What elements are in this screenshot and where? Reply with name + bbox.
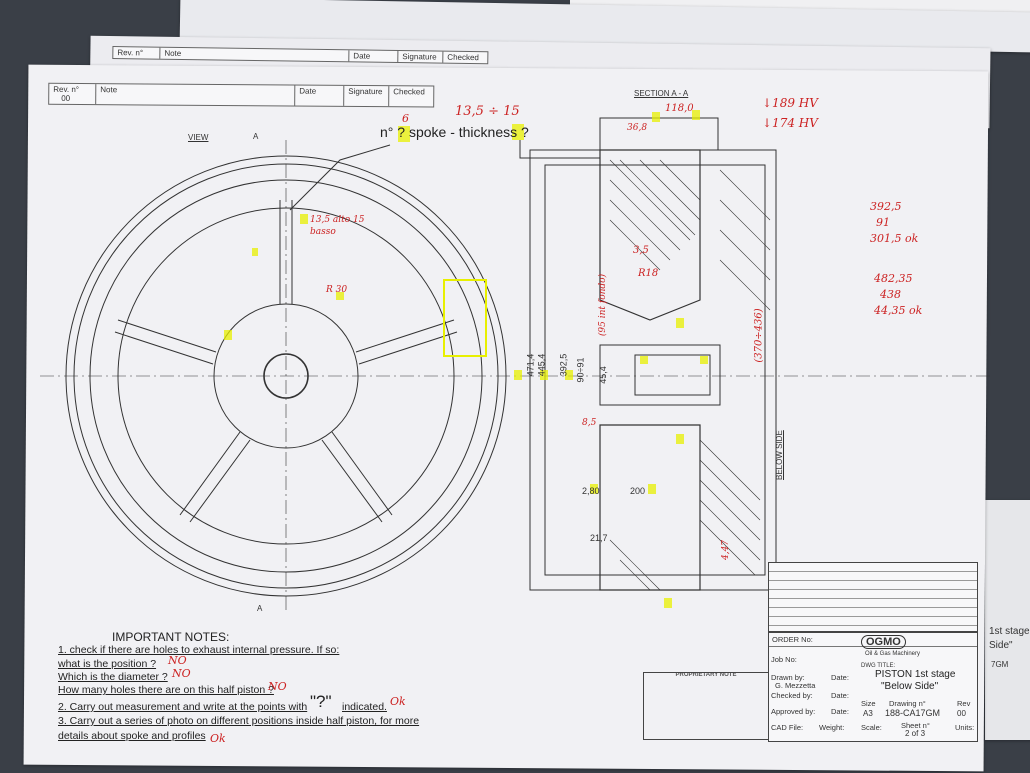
company-logo: OGMO [861, 635, 906, 649]
view-label: VIEW [188, 133, 209, 142]
cad-file-label: CAD File: [771, 723, 804, 732]
calc-1b: 91 [876, 216, 890, 229]
note-question-mark: "?" [310, 692, 332, 711]
dim-3-5: 3,5 [633, 245, 649, 256]
date-label: Date [295, 85, 345, 106]
rev-value-title: 00 [957, 709, 966, 718]
date-label-3: Date: [831, 707, 849, 716]
back-revision-table: Rev. n° Note Date Signature Checked [112, 46, 489, 65]
calc-1c: 301,5 ok [870, 232, 919, 245]
dim-392: 392,5 [558, 353, 569, 377]
job-label: Job No: [771, 655, 797, 664]
sheet-value: 2 of 3 [905, 729, 926, 738]
date-label-1: Date: [831, 673, 849, 682]
size-value: A3 [863, 709, 873, 718]
back-note-label: Note [160, 47, 350, 62]
hardness-note-2: ↓174 HV [762, 116, 818, 130]
dim-r18: R18 [638, 268, 659, 279]
dim-21-7: 21,7 [590, 533, 608, 543]
note-line-3: Which is the diameter ? [58, 671, 168, 683]
notes-heading: IMPORTANT NOTES: [112, 630, 230, 644]
dim-90-91: 90÷91 [575, 357, 586, 383]
calc-2b: 438 [880, 288, 901, 301]
order-label: ORDER No: [772, 635, 813, 644]
dwg-title-2: "Below Side" [881, 681, 939, 692]
spoke-count-note: 6 [402, 112, 409, 125]
back-rev-label: Rev. n° [113, 47, 161, 59]
calc-1a: 392,5 [870, 200, 902, 213]
answer-points: Ok [390, 695, 406, 708]
note-line-2: what is the position ? [58, 658, 157, 670]
sheet-label: Sheet n° [901, 721, 930, 730]
rev-label: Rev. n° [53, 84, 80, 95]
answer-position: NO [168, 654, 187, 667]
rev-value: 00 [61, 93, 71, 103]
dim-36-8: 36,8 [627, 123, 648, 133]
size-label: Size [861, 699, 876, 708]
dim-200: 200 [630, 486, 646, 496]
dim-445: 445,4 [536, 353, 547, 377]
drawing-no-value: 188-CA17GM [885, 708, 941, 718]
back-date-label: Date [349, 50, 399, 63]
scale-label: Scale: [861, 723, 882, 732]
signature-label: Signature [344, 85, 390, 107]
answer-photo: Ok [210, 732, 226, 745]
approved-by-label: Approved by: [771, 707, 816, 716]
note-line-7: details about spoke and profiles [58, 730, 206, 742]
back-signature-label: Signature [398, 51, 444, 63]
rev-label-title: Rev [957, 699, 971, 708]
checked-by-label: Checked by: [771, 691, 813, 700]
dim-471: 471,4 [525, 353, 536, 377]
note-line-1: 1. check if there are holes to exhaust i… [58, 644, 340, 656]
weight-label: Weight: [819, 723, 845, 732]
section-label: SECTION A - A [634, 89, 689, 98]
thickness-range-note: 13,5 ÷ 15 [455, 104, 520, 119]
date-label-2: Date: [831, 691, 849, 700]
marker-a-bottom: A [257, 604, 263, 613]
answer-holes: NO [268, 680, 287, 693]
dim-2-80: 2,80 [582, 486, 600, 496]
rev-cell: Rev. n°00 [49, 83, 97, 105]
dim-370-436: (370÷436) [753, 308, 765, 363]
drawn-by-value: G. Mezzetta [775, 681, 816, 690]
below-side-label: BELOW SIDE [775, 430, 784, 480]
note-label: Note [96, 84, 296, 106]
revision-table: Rev. n°00 Note Date Signature Checked [48, 82, 435, 108]
dwg-title-label: DWG TITLE: [861, 663, 896, 669]
title-block: ORDER No: Job No: OGMO Oil & Gas Machine… [768, 632, 978, 742]
proprietary-note: PROPRIETARY NOTE [643, 672, 769, 740]
dim-95-int-fondo: (95 int fondo) [598, 273, 609, 337]
drawing-no-label: Drawing n° [889, 699, 926, 708]
back-checked-label: Checked [447, 52, 479, 63]
calc-2a: 482,35 [874, 272, 913, 285]
dim-4-47: 4,47 [721, 539, 732, 561]
right-sheet-dwg: 7GM [991, 660, 1009, 669]
note-line-4: How many holes there are on this half pi… [58, 684, 274, 696]
hardness-note-1: ↓189 HV [762, 96, 818, 110]
calc-2c: 44,35 ok [874, 304, 923, 317]
answer-diameter: NO [172, 667, 191, 680]
order-row: ORDER No: [769, 633, 977, 647]
note-line-5-end: indicated. [342, 701, 387, 713]
checked-label: Checked [393, 87, 425, 97]
marker-a-top: A [253, 132, 259, 141]
units-label: Units: [955, 723, 975, 732]
revision-history-grid [768, 562, 978, 632]
spoke-thickness-question: n° ? spoke - thickness ? [380, 124, 529, 140]
dim-118: 118,0 [665, 103, 694, 114]
proprietary-heading: PROPRIETARY NOTE [675, 672, 737, 678]
note-line-5: 2. Carry out measurement and write at th… [58, 701, 308, 713]
right-sheet-side: Side" [989, 640, 1013, 651]
drawn-by-label: Drawn by: [771, 673, 805, 682]
company-name: Oil & Gas Machinery [865, 651, 921, 657]
alto-basso-note: 13,5 alto 15 basso [310, 215, 365, 237]
background-sheet-right: 1st stage Side" 7GM [985, 500, 1030, 740]
right-sheet-title: 1st stage [989, 626, 1030, 637]
dwg-title-1: PISTON 1st stage [875, 669, 956, 680]
note-line-6: 3. Carry out a series of photo on differ… [58, 715, 420, 727]
dim-45: 45,4 [597, 366, 608, 384]
dim-8-5: 8,5 [582, 418, 597, 428]
dim-r30: R 30 [326, 285, 348, 295]
